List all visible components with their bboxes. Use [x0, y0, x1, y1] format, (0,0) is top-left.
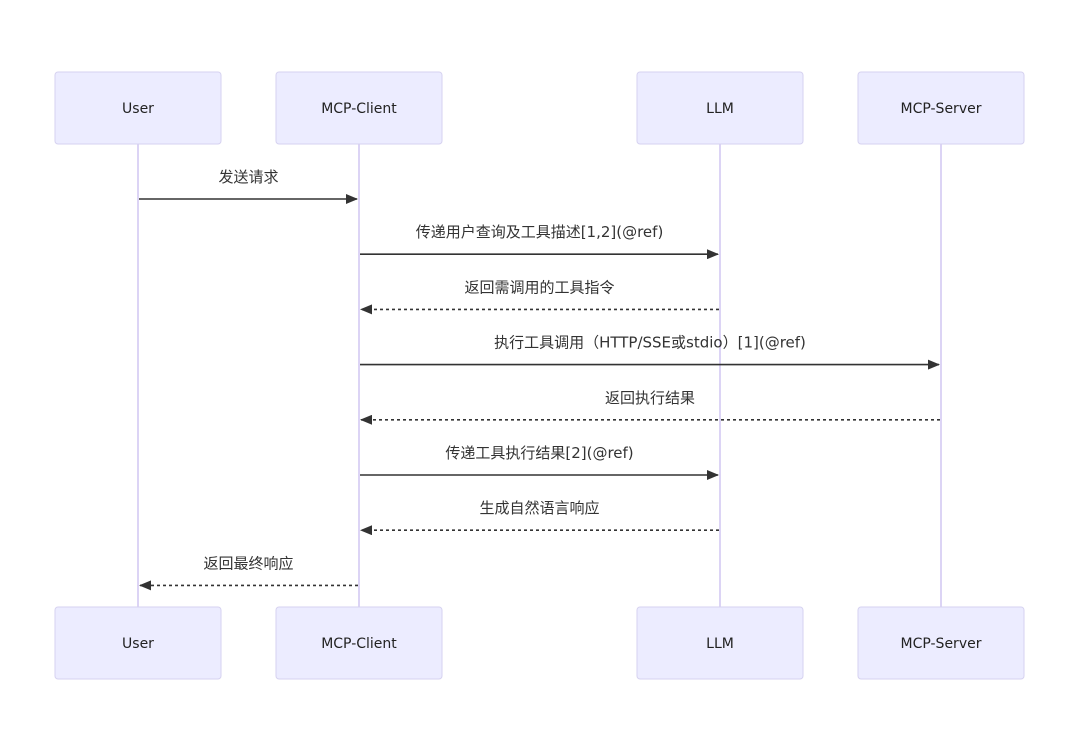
actor-label: MCP-Client [321, 636, 397, 652]
actor-label: LLM [706, 101, 734, 117]
actor-box [636, 606, 804, 680]
message-label: 传递工具执行结果[2](@ref) [445, 444, 633, 462]
actor-label: LLM [706, 636, 734, 652]
actor-server-bottom: MCP-Server [857, 606, 1025, 680]
message-label: 执行工具调用（HTTP/SSE或stdio）[1](@ref) [494, 334, 806, 352]
actor-llm-bottom: LLM [636, 606, 804, 680]
actor-user-top: User [54, 71, 222, 145]
message-4: 执行工具调用（HTTP/SSE或stdio）[1](@ref) [360, 334, 940, 370]
actor-label: User [122, 636, 154, 652]
message-2: 传递用户查询及工具描述[1,2](@ref) [360, 223, 719, 260]
actor-server-top: MCP-Server [857, 71, 1025, 145]
message-label: 返回最终响应 [203, 554, 293, 572]
message-5: 返回执行结果 [360, 389, 940, 425]
actors-bottom: User MCP-Client LLM MCP-Server [54, 606, 1025, 680]
actor-box [54, 71, 222, 145]
actor-box [275, 606, 443, 680]
actors-top: User MCP-Client LLM MCP-Server [54, 71, 1025, 145]
actor-box [54, 606, 222, 680]
message-label: 发送请求 [218, 168, 278, 186]
actor-box [857, 606, 1025, 680]
actor-label: MCP-Server [901, 101, 982, 117]
message-label: 生成自然语言响应 [479, 499, 599, 517]
message-label: 返回需调用的工具指令 [464, 278, 614, 296]
message-8: 返回最终响应 [139, 554, 358, 591]
message-3: 返回需调用的工具指令 [360, 278, 719, 315]
message-label: 传递用户查询及工具描述[1,2](@ref) [416, 223, 664, 241]
actor-label: User [122, 101, 154, 117]
message-7: 生成自然语言响应 [360, 499, 719, 536]
actor-client-top: MCP-Client [275, 71, 443, 145]
actor-label: MCP-Client [321, 101, 397, 117]
actor-box [275, 71, 443, 145]
lifelines [137, 144, 942, 607]
actor-label: MCP-Server [901, 636, 982, 652]
message-6: 传递工具执行结果[2](@ref) [360, 444, 719, 480]
actor-client-bottom: MCP-Client [275, 606, 443, 680]
actor-user-bottom: User [54, 606, 222, 680]
message-1: 发送请求 [139, 168, 358, 204]
actor-box [857, 71, 1025, 145]
actor-box [636, 71, 804, 145]
message-label: 返回执行结果 [605, 389, 695, 407]
actor-llm-top: LLM [636, 71, 804, 145]
